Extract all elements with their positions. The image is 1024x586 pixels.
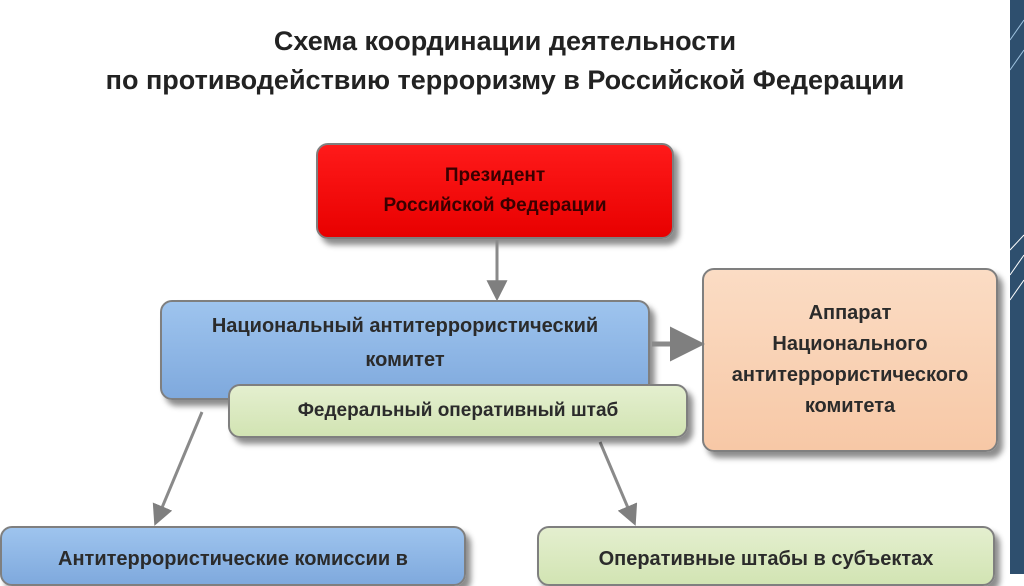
nac-node: Национальный антитеррористический комите… bbox=[160, 300, 650, 400]
apparatus-line-1: Аппарат bbox=[808, 302, 892, 324]
title-line-1: Схема координации деятельности bbox=[273, 26, 737, 56]
apparatus-line-4: комитета bbox=[804, 395, 896, 417]
slide-edge-decoration bbox=[1010, 0, 1024, 574]
commissions-label: Антитеррористические комиссии в bbox=[58, 548, 408, 570]
apparatus-line-2: Национального bbox=[772, 333, 928, 355]
subject-hq-label: Оперативные штабы в субъектах bbox=[598, 548, 934, 570]
nac-line-1: Национальный антитеррористический bbox=[211, 315, 599, 337]
diagram-title: Схема координации деятельности по против… bbox=[0, 22, 1010, 100]
title-line-2: по противодействию терроризму в Российск… bbox=[105, 65, 905, 95]
nac-line-2: комитет bbox=[365, 349, 445, 371]
connector-arrows bbox=[152, 240, 705, 526]
president-line-1: Президент bbox=[444, 165, 546, 186]
president-node: Президент Российской Федерации bbox=[316, 143, 674, 239]
arrow-nac-to-commissions bbox=[152, 411, 204, 526]
federal-hq-node: Федеральный оперативный штаб bbox=[228, 384, 688, 438]
arrow-federal-hq-to-subject-hq bbox=[598, 441, 638, 526]
president-line-2: Российской Федерации bbox=[383, 195, 607, 216]
apparatus-line-3: антитеррористического bbox=[731, 364, 969, 386]
apparatus-node: Аппарат Национального антитеррористическ… bbox=[702, 268, 998, 452]
federal-hq-label: Федеральный оперативный штаб bbox=[297, 400, 619, 421]
